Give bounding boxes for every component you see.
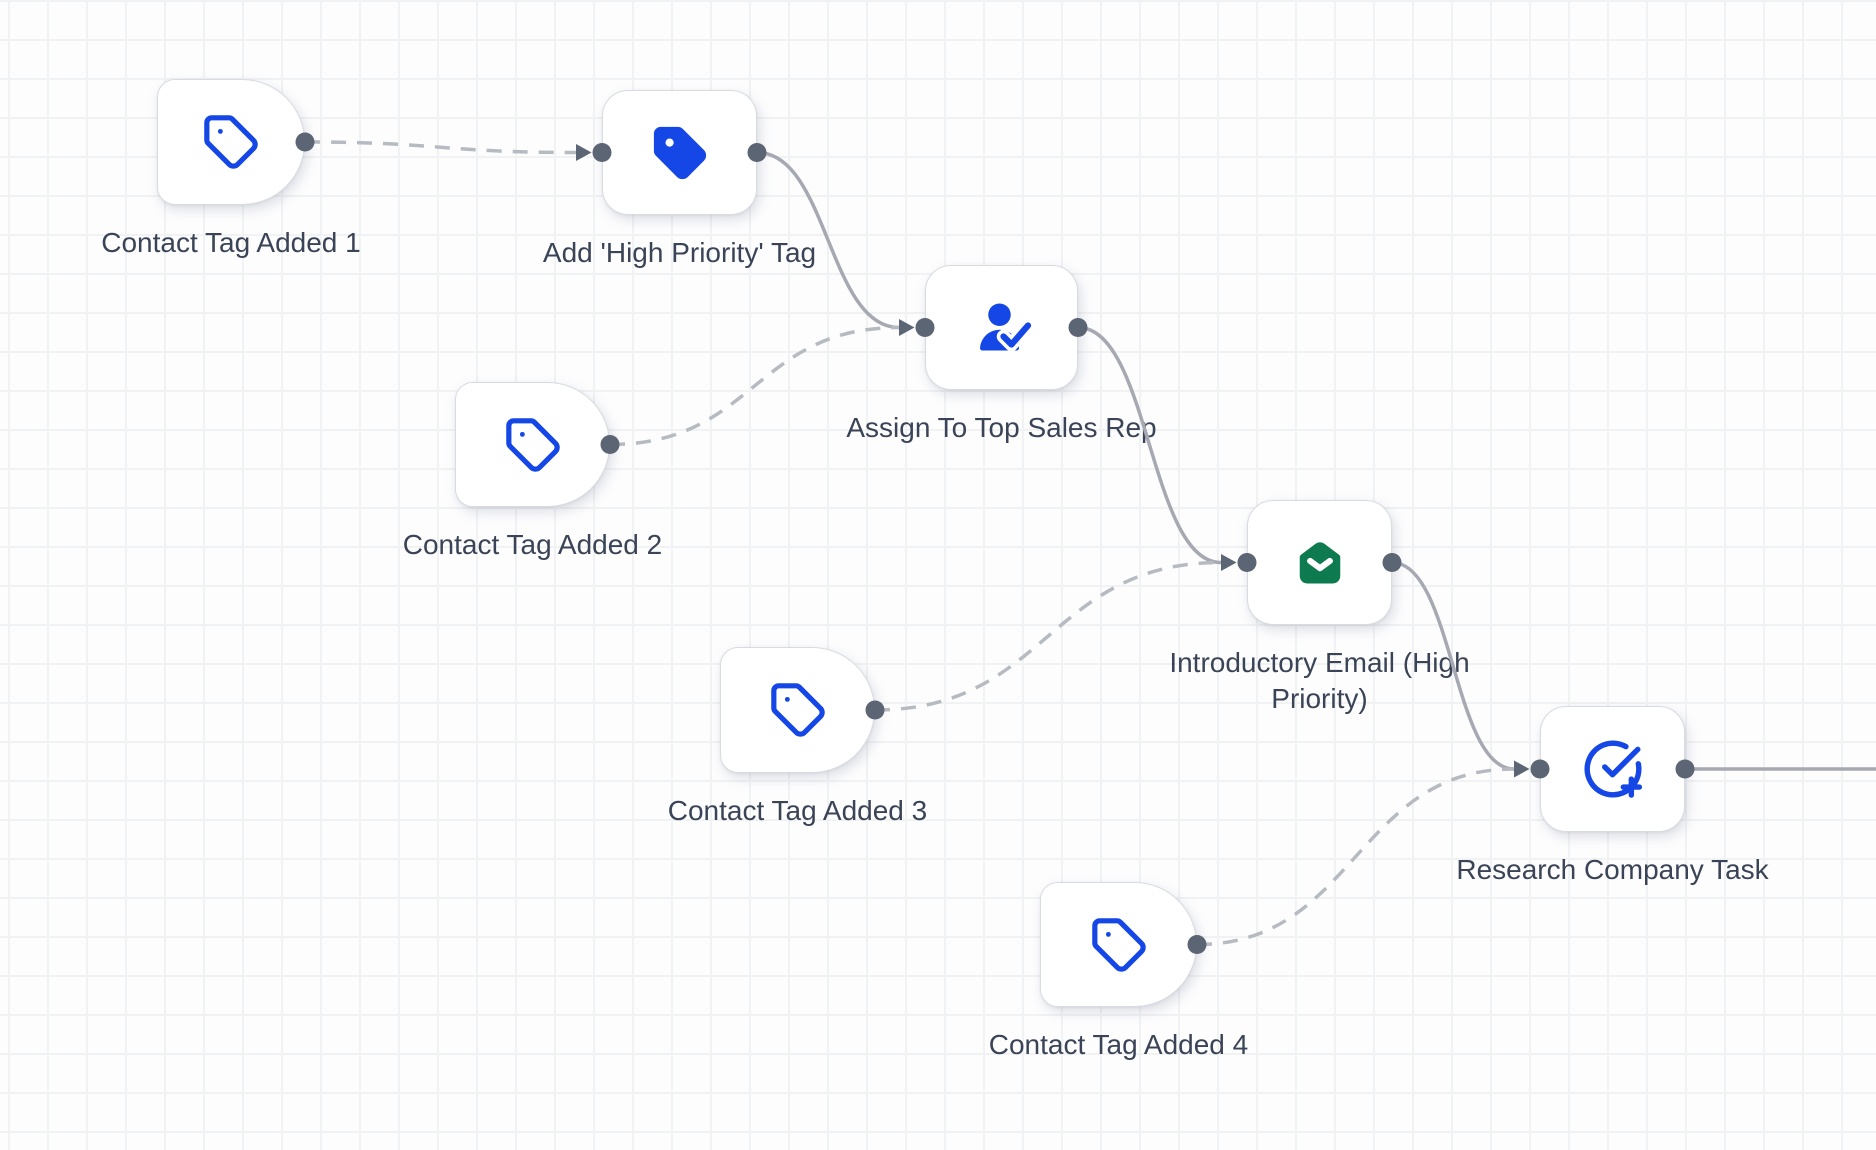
node-tag4[interactable]	[1040, 882, 1197, 1007]
node-tag2[interactable]	[455, 382, 610, 507]
input-arrow-icon	[576, 144, 592, 161]
node-label-research: Research Company Task	[1456, 854, 1769, 885]
node-email[interactable]	[1247, 500, 1392, 625]
node-label-assign: Assign To Top Sales Rep	[846, 412, 1157, 443]
input-arrow-icon	[899, 319, 915, 336]
tag-filled-icon	[651, 124, 709, 182]
node-tag1[interactable]	[157, 79, 305, 205]
node-label-email: Introductory Email (High Priority)	[1169, 647, 1470, 714]
node-research[interactable]	[1540, 706, 1685, 832]
node-label-tag3: Contact Tag Added 3	[667, 795, 928, 826]
tag-outline-icon	[202, 113, 260, 171]
mail-open-icon	[1293, 536, 1347, 590]
node-add_tag[interactable]	[602, 90, 757, 215]
tag-outline-icon	[1090, 916, 1148, 974]
user-check-icon	[972, 298, 1032, 358]
tag-outline-icon	[769, 681, 827, 739]
node-label-tag1: Contact Tag Added 1	[101, 227, 361, 258]
node-label-tag4: Contact Tag Added 4	[988, 1029, 1249, 1060]
input-arrow-icon	[1514, 760, 1530, 778]
node-assign[interactable]	[925, 265, 1078, 390]
node-label-add_tag: Add 'High Priority' Tag	[542, 237, 817, 268]
node-label-tag2: Contact Tag Added 2	[402, 529, 663, 560]
task-add-icon	[1582, 738, 1644, 800]
edge-tag1-add_tag[interactable]	[304, 140, 577, 155]
node-tag3[interactable]	[720, 647, 875, 773]
tag-outline-icon	[504, 416, 562, 474]
input-arrow-icon	[1221, 554, 1237, 571]
